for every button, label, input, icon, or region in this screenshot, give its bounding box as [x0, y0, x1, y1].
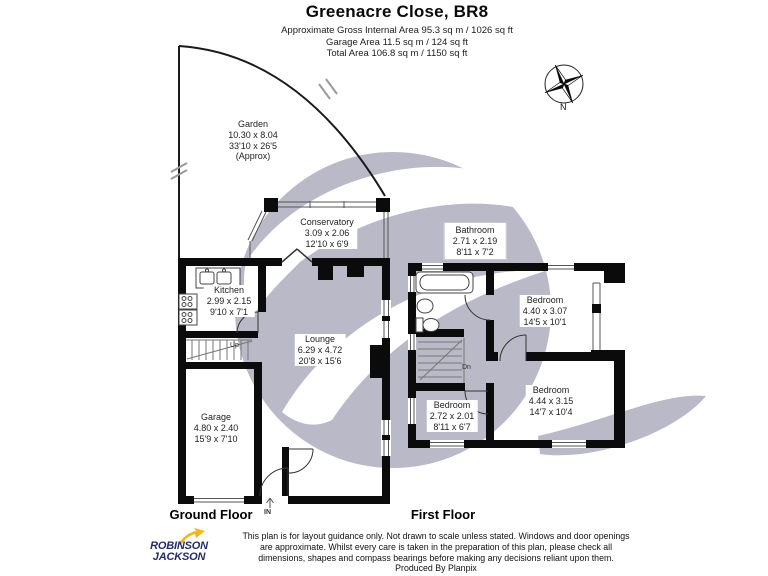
page-title: Greenacre Close, BR8	[305, 2, 489, 21]
bedroom-front-label: Bedroom 4.40 x 3.07 14'5 x 10'1	[519, 295, 571, 328]
boundary-break-marks	[170, 78, 338, 180]
lounge-label: Lounge 6.29 x 4.72 20'8 x 15'6	[294, 334, 346, 367]
agent-logo-line1: ROBINSON	[150, 540, 208, 552]
area-summary-line: Approximate Gross Internal Area 95.3 sq …	[281, 25, 513, 36]
conservatory-label: Conservatory 3.09 x 2.06 12'10 x 6'9	[297, 217, 357, 250]
stairs-up-label: Up	[230, 342, 239, 349]
produced-by: Produced By Planpix	[395, 563, 477, 574]
ground-floor-walls	[178, 198, 390, 504]
compass-north-label: N	[560, 102, 567, 112]
bathroom-label: Bathroom 2.71 x 2.19 8'11 x 7'2	[443, 222, 507, 261]
ground-floor-stairs	[186, 339, 253, 360]
ground-floor-windows	[194, 201, 391, 503]
ground-floor-title: Ground Floor	[169, 507, 253, 522]
agent-logo: ROBINSON JACKSON	[140, 541, 218, 562]
kitchen-appliance-icons	[178, 293, 198, 326]
first-floor-walls	[408, 263, 625, 448]
header: Greenacre Close, BR8 Approximate Gross I…	[281, 2, 513, 60]
entrance-in-label: IN	[264, 509, 271, 516]
toilet-icon	[415, 317, 440, 333]
garage-area-line: Garage Area 11.5 sq m / 124 sq ft	[326, 36, 468, 48]
total-area-line: Total Area 106.8 sq m / 1150 sq ft	[326, 48, 468, 59]
agent-logo-line2: JACKSON	[152, 550, 206, 563]
logo-arrow-icon	[178, 528, 205, 545]
compass-icon	[544, 64, 584, 104]
garden-boundary	[170, 45, 386, 258]
bathtub-icon	[415, 271, 474, 294]
stairs-down-label: Dn	[462, 364, 471, 371]
kitchen-sink-icon	[195, 267, 241, 289]
first-floor-title: First Floor	[410, 507, 476, 522]
garage-label: Garage 4.80 x 2.40 15'9 x 7'10	[190, 412, 242, 445]
first-floor-stairs	[418, 338, 465, 383]
entrance-arrow-icon	[266, 497, 274, 508]
disclaimer: This plan is for layout guidance only. N…	[242, 531, 630, 574]
first-floor-windows	[408, 263, 601, 448]
sink-icon	[416, 298, 434, 314]
kitchen-label: Kitchen 2.99 x 2.15 9'10 x 7'1	[203, 285, 255, 318]
bedroom-rear-label: Bedroom 4.44 x 3.15 14'7 x 10'4	[525, 385, 577, 418]
bedroom-small-label: Bedroom 2.72 x 2.01 8'11 x 6'7	[426, 400, 478, 433]
garden-label: Garden 10.30 x 8.04 33'10 x 26'5 (Approx…	[225, 119, 281, 163]
ground-floor-doors	[236, 248, 314, 497]
